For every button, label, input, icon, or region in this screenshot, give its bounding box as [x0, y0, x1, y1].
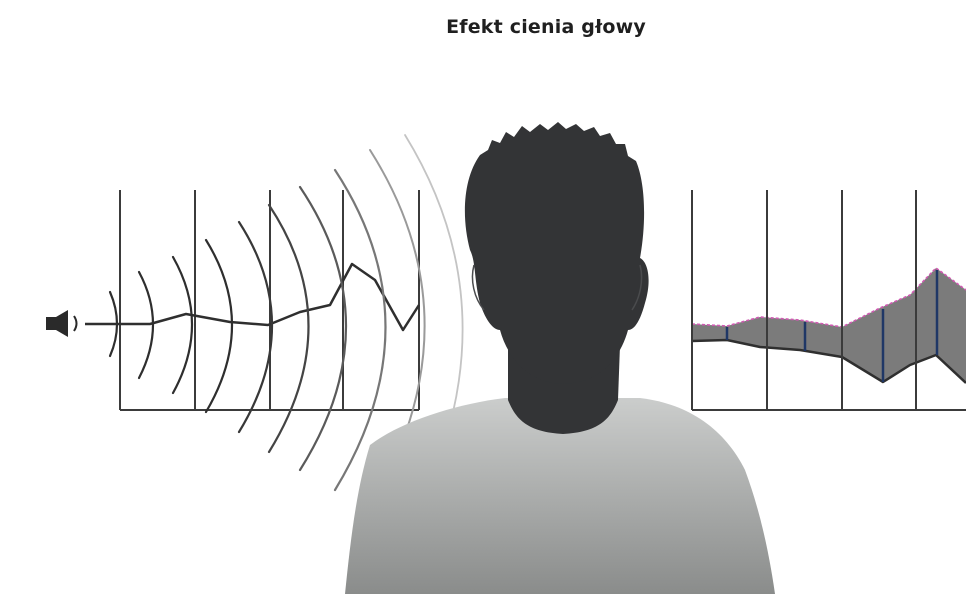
sound-wave-arc	[269, 205, 309, 452]
speaker-icon	[46, 310, 77, 337]
person-silhouette	[345, 122, 775, 594]
left-graph-panel	[85, 190, 419, 410]
sound-wave-arc	[300, 187, 346, 470]
head-shape	[465, 122, 649, 384]
sound-wave-arc	[173, 257, 192, 393]
right-graph-panel	[692, 190, 966, 410]
head-shadow-area	[692, 268, 966, 383]
sound-wave-arc	[239, 222, 272, 432]
incoming-signal-line	[85, 264, 419, 330]
sound-wave-arc	[206, 240, 232, 412]
